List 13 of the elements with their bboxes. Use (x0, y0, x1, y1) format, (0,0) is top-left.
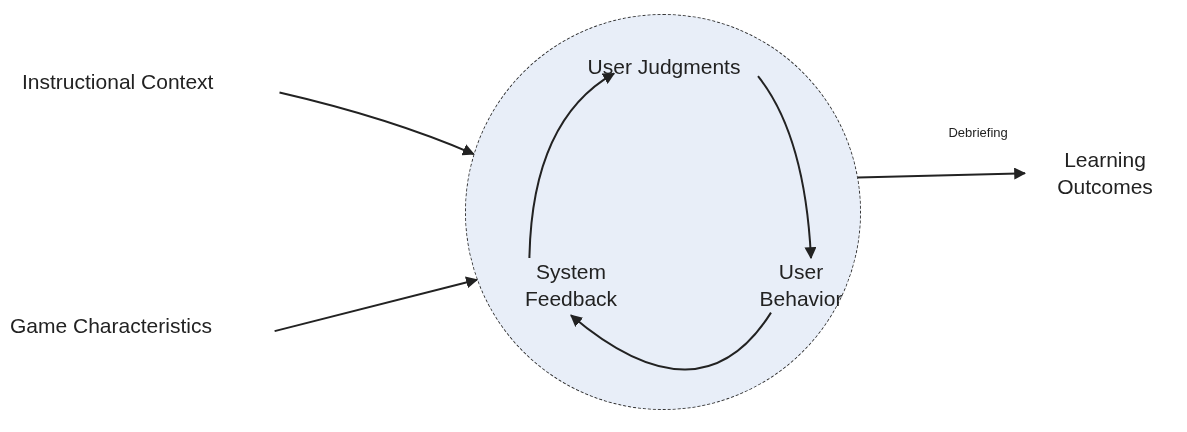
arrow (278, 91, 475, 156)
arrow (757, 75, 817, 260)
arrow (528, 72, 615, 259)
concept-label: System Feedback (506, 258, 636, 313)
concept-label: User Behavior (751, 258, 851, 313)
arrow (273, 276, 479, 333)
concept-label: User Judgments (564, 53, 764, 81)
concept-label: Learning Outcomes (1025, 146, 1185, 201)
edge-label: Debriefing (946, 125, 1010, 141)
arrow (857, 167, 1027, 180)
concept-label: Game Characteristics (10, 312, 272, 340)
concept-label: Instructional Context (22, 68, 272, 96)
arrow (570, 311, 772, 371)
